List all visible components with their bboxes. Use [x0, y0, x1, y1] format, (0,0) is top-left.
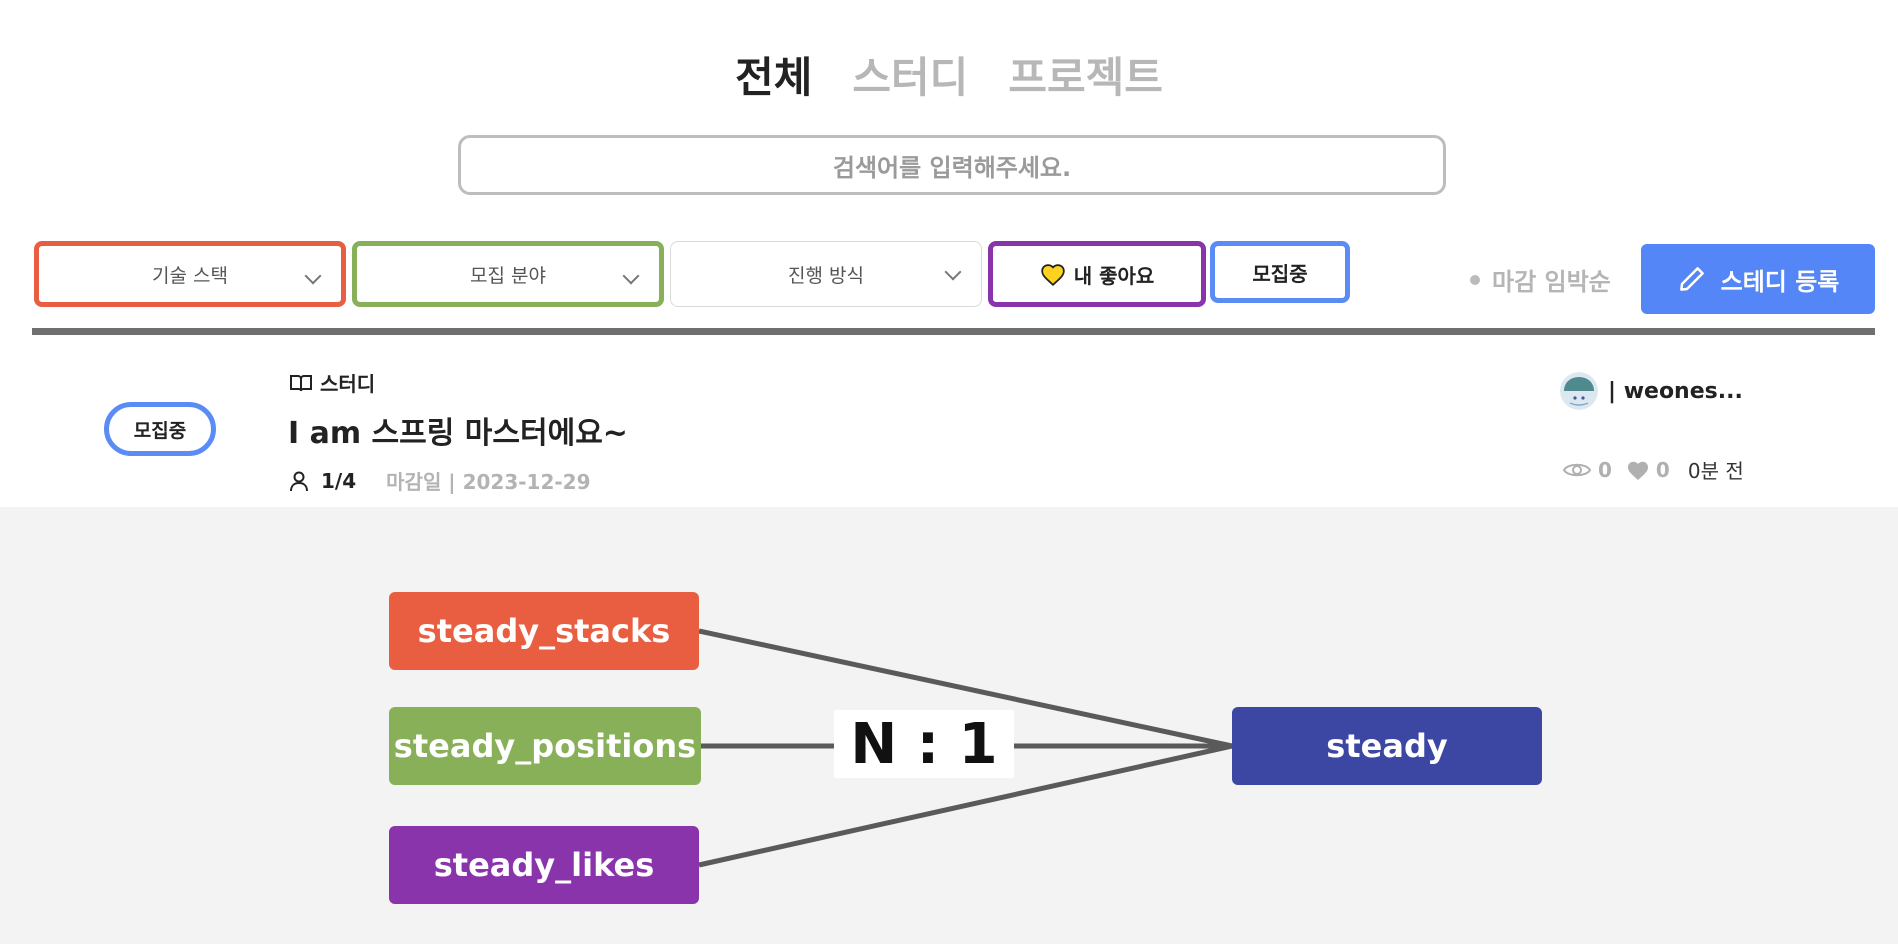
- relation-label: N : 1: [834, 710, 1014, 778]
- post-list-panel: 전체 스터디 프로젝트 검색어를 입력해주세요. 기술 스택 모집 분야 진행 …: [0, 0, 1898, 507]
- category-label: 스터디: [320, 368, 375, 397]
- tech-stack-dropdown[interactable]: 기술 스택: [34, 241, 346, 307]
- position-dropdown[interactable]: 모집 분야: [352, 241, 664, 307]
- status-badge: 모집중: [104, 402, 216, 456]
- my-likes-button[interactable]: 내 좋아요: [988, 241, 1206, 307]
- post-meta: 1/4 마감일 | 2023-12-29: [289, 466, 591, 495]
- participant-count: 1/4: [321, 469, 356, 493]
- search-input[interactable]: 검색어를 입력해주세요.: [458, 135, 1446, 195]
- heart-icon: [1626, 459, 1650, 481]
- avatar: [1560, 372, 1598, 410]
- register-label: 스테디 등록: [1721, 262, 1840, 297]
- eye-icon: [1562, 459, 1592, 481]
- my-likes-label: 내 좋아요: [1074, 260, 1155, 289]
- post-category: 스터디: [289, 368, 375, 397]
- tab-study[interactable]: 스터디: [852, 44, 968, 105]
- heart-icon: [1040, 262, 1066, 286]
- sort-label: 마감 임박순: [1492, 262, 1611, 297]
- like-count: 0: [1656, 458, 1670, 482]
- sort-deadline[interactable]: 마감 임박순: [1470, 262, 1611, 297]
- book-icon: [289, 373, 313, 393]
- chevron-down-icon: [945, 264, 962, 281]
- post-stats: 0 0 0분 전: [1562, 455, 1744, 484]
- progress-dropdown[interactable]: 진행 방식: [670, 241, 982, 307]
- tab-project[interactable]: 프로젝트: [1008, 44, 1163, 105]
- recruiting-filter-button[interactable]: 모집중: [1210, 241, 1350, 303]
- post-title[interactable]: I am 스프링 마스터에요~: [288, 408, 628, 452]
- tech-stack-label: 기술 스택: [152, 261, 228, 288]
- table-steady-likes: steady_likes: [389, 826, 699, 904]
- category-tabs: 전체 스터디 프로젝트: [0, 44, 1898, 105]
- divider: [32, 328, 1875, 335]
- table-steady-stacks: steady_stacks: [389, 592, 699, 670]
- pencil-icon: [1677, 264, 1707, 294]
- register-steady-button[interactable]: 스테디 등록: [1641, 244, 1875, 314]
- tab-all[interactable]: 전체: [735, 44, 812, 105]
- table-steady-positions: steady_positions: [389, 707, 701, 785]
- chevron-down-icon: [623, 268, 640, 285]
- chevron-down-icon: [305, 268, 322, 285]
- progress-label: 진행 방식: [788, 261, 864, 288]
- position-label: 모집 분야: [470, 261, 546, 288]
- author-info[interactable]: | weones...: [1560, 372, 1743, 410]
- post-time: 0분 전: [1688, 455, 1744, 484]
- author-name: | weones...: [1608, 379, 1743, 404]
- deadline: 마감일 | 2023-12-29: [386, 466, 590, 495]
- view-count: 0: [1598, 458, 1612, 482]
- table-steady: steady: [1232, 707, 1542, 785]
- person-icon: [289, 470, 309, 492]
- bullet-icon: [1470, 275, 1480, 285]
